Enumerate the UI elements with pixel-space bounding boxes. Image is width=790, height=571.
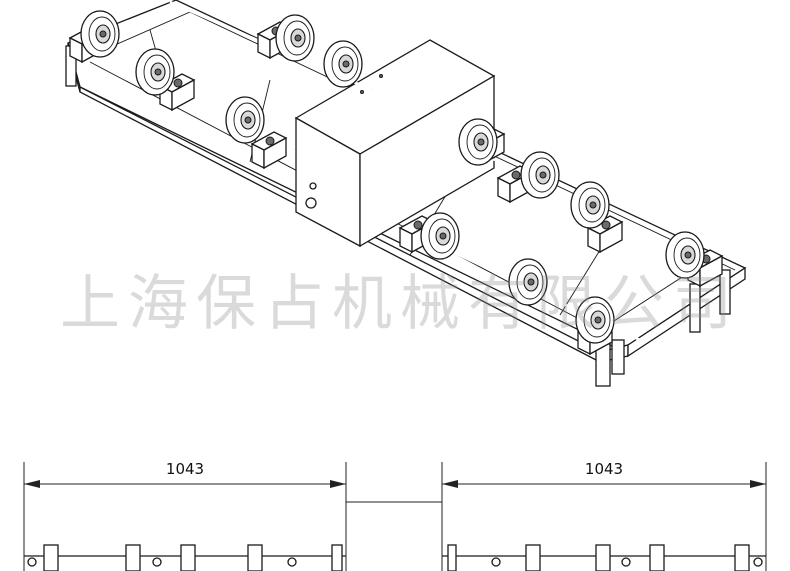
dimension-view-left: 1043 [23,460,347,571]
roller-axle [342,60,350,68]
roller-axle [244,116,252,124]
roller-set [68,0,724,356]
roller-axle [439,232,447,240]
roller-rim [143,54,171,90]
roller-axle [594,316,602,324]
roller-axle [99,30,107,38]
bearing-hub [173,78,183,88]
gearbox-housing [294,39,496,248]
roller-rim [428,218,456,254]
roller-rim [283,20,311,56]
roller-rim [578,187,606,223]
dimension-view-right: 1043 [441,460,767,571]
roller-axle [294,34,302,42]
dimension-label-left: 1043 [166,460,204,478]
roller-rim [673,237,701,273]
bearing-hub [601,220,611,230]
bearing-block-front [263,136,287,170]
roller-axle [527,278,535,286]
bearing-hub [265,136,275,146]
roller-rim [516,264,544,300]
roller-axle [539,171,547,179]
bearing-hub [511,170,521,180]
bearing-hub [413,220,423,230]
roller-rim [88,16,116,52]
roller-axle [589,201,597,209]
roller-rim [528,157,556,193]
roller-axle [477,138,485,146]
roller-axle [684,251,692,259]
bearing-block-front [599,220,623,254]
bearing-block-front [171,78,195,112]
bearing-block-front [699,254,723,288]
roller-rim [233,102,261,138]
roller-axle [154,68,162,76]
roller-rim [466,124,494,160]
roller-rim [331,46,359,82]
dimension-label-right: 1043 [585,460,623,478]
roller-rim [583,302,611,338]
